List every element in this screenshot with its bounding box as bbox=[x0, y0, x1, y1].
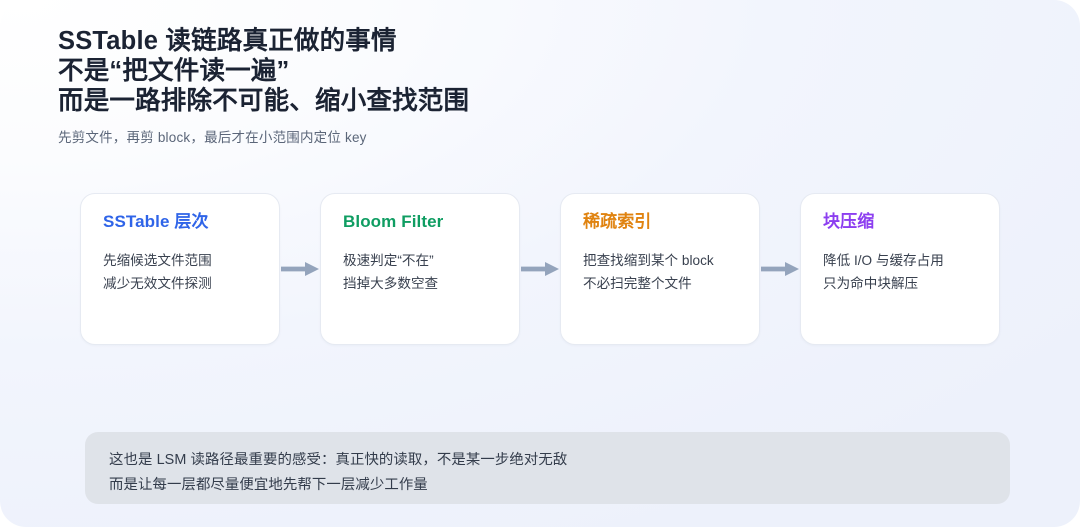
flow-card-title: 块压缩 bbox=[823, 212, 875, 231]
page-subtitle: 先剪文件，再剪 block，最后才在小范围内定位 key bbox=[58, 130, 367, 145]
arrow-right-icon bbox=[281, 262, 319, 276]
flow-card-line: 只为命中块解压 bbox=[823, 276, 919, 291]
flow-arrow-1 bbox=[280, 262, 320, 276]
flow-card-body: 把查找缩到某个 block 不必扫完整个文件 bbox=[583, 249, 739, 295]
flow-card-sparse-index: 稀疏索引 把查找缩到某个 block 不必扫完整个文件 bbox=[560, 193, 760, 345]
flow-arrow-3 bbox=[760, 262, 800, 276]
flow-card-body: 极速判定“不在” 挡掉大多数空查 bbox=[343, 249, 499, 295]
flow-card-line: 降低 I/O 与缓存占用 bbox=[823, 253, 944, 268]
flow-card-sstable-level: SSTable 层次 先缩候选文件范围 减少无效文件探测 bbox=[80, 193, 280, 345]
flow-card-line: 极速判定“不在” bbox=[343, 253, 434, 268]
page-title-line-3: 而是一路排除不可能、缩小查找范围 bbox=[58, 87, 470, 115]
flow-card-body: 降低 I/O 与缓存占用 只为命中块解压 bbox=[823, 249, 979, 295]
flow-card-line: 把查找缩到某个 block bbox=[583, 253, 714, 268]
flow-card-bloom-filter: Bloom Filter 极速判定“不在” 挡掉大多数空查 bbox=[320, 193, 520, 345]
summary-line-1: 这也是 LSM 读路径最重要的感受：真正快的读取，不是某一步绝对无敌 bbox=[109, 452, 568, 468]
flow-diagram: SSTable 层次 先缩候选文件范围 减少无效文件探测 Bloom Filte… bbox=[80, 193, 1000, 345]
summary-line-2: 而是让每一层都尽量便宜地先帮下一层减少工作量 bbox=[109, 477, 428, 493]
flow-card-block-compression: 块压缩 降低 I/O 与缓存占用 只为命中块解压 bbox=[800, 193, 1000, 345]
flow-card-line: 先缩候选文件范围 bbox=[103, 253, 212, 268]
arrow-right-icon bbox=[521, 262, 559, 276]
flow-card-title: Bloom Filter bbox=[343, 212, 444, 231]
flow-card-line: 挡掉大多数空查 bbox=[343, 276, 439, 291]
flow-card-title: 稀疏索引 bbox=[583, 212, 652, 231]
flow-card-body: 先缩候选文件范围 减少无效文件探测 bbox=[103, 249, 259, 295]
flow-arrow-2 bbox=[520, 262, 560, 276]
page-title-line-1: SSTable 读链路真正做的事情 bbox=[58, 27, 397, 55]
flow-card-title: SSTable 层次 bbox=[103, 212, 209, 231]
heading-block: SSTable 读链路真正做的事情 不是“把文件读一遍” 而是一路排除不可能、缩… bbox=[58, 26, 958, 147]
arrow-right-icon bbox=[761, 262, 799, 276]
page-title-line-2: 不是“把文件读一遍” bbox=[58, 57, 290, 85]
summary-callout: 这也是 LSM 读路径最重要的感受：真正快的读取，不是某一步绝对无敌 而是让每一… bbox=[85, 432, 1010, 504]
flow-card-line: 不必扫完整个文件 bbox=[583, 276, 692, 291]
flow-card-line: 减少无效文件探测 bbox=[103, 276, 212, 291]
